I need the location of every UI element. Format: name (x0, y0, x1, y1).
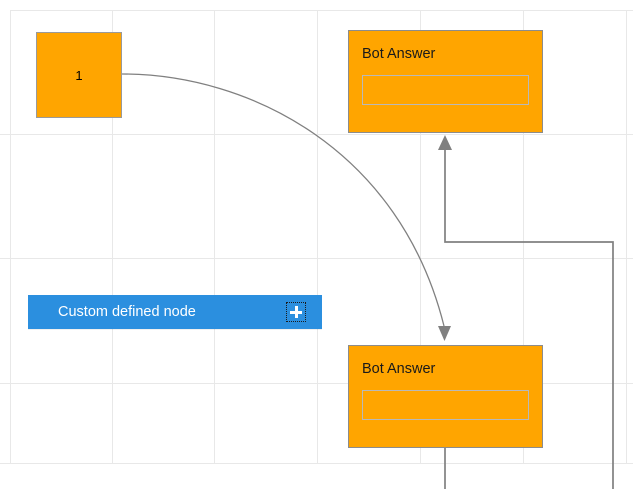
bot-answer-text-field[interactable] (362, 390, 529, 420)
bot-answer-title: Bot Answer (362, 361, 436, 377)
bot-answer-node-bottom[interactable]: Bot Answer (348, 345, 543, 448)
node-1-label: 1 (75, 67, 83, 83)
plus-icon[interactable] (286, 302, 306, 322)
node-1[interactable]: 1 (36, 32, 122, 118)
plus-glyph (290, 306, 302, 318)
bot-answer-text-field[interactable] (362, 75, 529, 105)
custom-defined-node-label: Custom defined node (58, 303, 196, 320)
bot-answer-title: Bot Answer (362, 46, 436, 62)
bot-answer-node-top[interactable]: Bot Answer (348, 30, 543, 133)
custom-defined-node-bar[interactable]: Custom defined node (28, 295, 322, 329)
